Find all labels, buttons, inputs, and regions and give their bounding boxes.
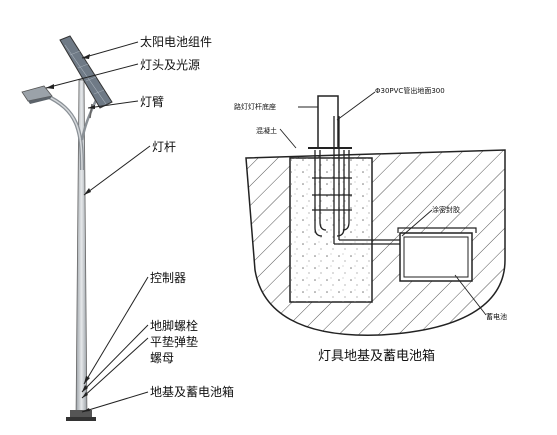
label-pvc-pipe: Φ30PVC管出地面300 <box>375 86 445 95</box>
label-foundation-box: 地基及蓄电池箱 <box>150 384 234 399</box>
label-pole-base: 路灯灯杆底座 <box>234 102 276 111</box>
label-lamp-arm: 灯臂 <box>140 95 164 109</box>
label-nut: 螺母 <box>150 351 174 365</box>
street-lamp-illustration: 太阳电池组件 灯头及光源 灯臂 灯杆 控制器 地脚螺栓 平垫弹垫 螺母 地基及蓄… <box>21 34 234 421</box>
label-sealant: 涂密封胶 <box>432 205 460 214</box>
label-concrete: 混凝土 <box>256 126 277 135</box>
label-anchor-bolt: 地脚螺栓 <box>150 318 198 333</box>
label-controller: 控制器 <box>150 271 186 285</box>
lamp-head <box>21 85 53 104</box>
section-caption: 灯具地基及蓄电池箱 <box>318 348 435 364</box>
pole-base <box>70 410 92 418</box>
label-pole: 灯杆 <box>152 140 176 154</box>
label-washer: 平垫弹垫 <box>150 334 198 349</box>
battery-box <box>399 232 473 282</box>
label-solar-module: 太阳电池组件 <box>140 34 212 49</box>
label-battery: 蓄电池 <box>486 312 507 321</box>
pole-base-plate <box>317 95 339 149</box>
foundation-section: Φ30PVC管出地面300 路灯灯杆底座 混凝土 涂密封胶 蓄电池 灯具地基及蓄… <box>234 86 507 364</box>
label-lamp-head: 灯头及光源 <box>140 58 200 72</box>
solar-panel <box>59 35 113 119</box>
pvc-conduit <box>333 116 400 245</box>
